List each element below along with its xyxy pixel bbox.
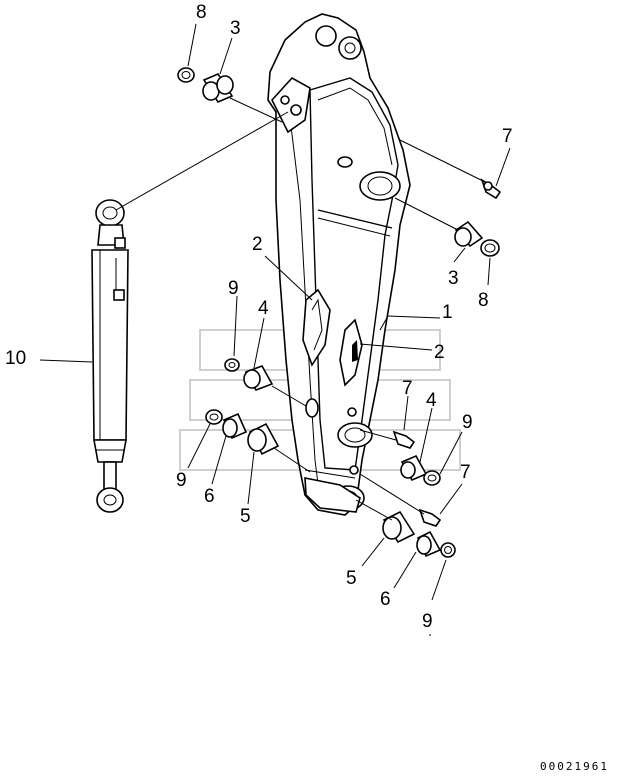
callout-2-left: 2 [252, 234, 263, 255]
callout-9-lower-left: 9 [176, 470, 187, 491]
shim-8-right [480, 239, 500, 257]
bushing-4-right [400, 454, 428, 482]
callout-4-left: 4 [258, 298, 269, 319]
grease-fitting-7-low [418, 508, 442, 527]
bushing-5-left [247, 422, 280, 456]
arm-part-1 [267, 13, 411, 516]
grease-fitting-7-mid [392, 430, 416, 449]
washer-9-left-a [224, 358, 240, 372]
shim-8-top [177, 67, 195, 83]
callout-labels: 8 3 7 2 3 8 9 4 1 2 10 7 4 9 9 6 5 7 5 6… [5, 2, 513, 632]
callout-4-right: 4 [426, 390, 437, 411]
callout-8-right: 8 [478, 290, 489, 311]
callout-9-right: 9 [462, 412, 473, 433]
callout-5-left: 5 [240, 506, 251, 527]
washer-9-right-b [440, 542, 456, 558]
callout-10: 10 [5, 348, 26, 369]
callout-5-right: 5 [346, 568, 357, 589]
callout-9-upper-left: 9 [228, 278, 239, 299]
callout-7-low: 7 [460, 462, 471, 483]
callout-7-mid: 7 [402, 378, 413, 399]
washer-9-right-a [423, 470, 441, 486]
callout-2-right: 2 [434, 342, 445, 363]
bushing-5-right [382, 510, 416, 544]
callout-3-right: 3 [448, 268, 459, 289]
bushing-4-left [243, 365, 274, 391]
callout-3-top: 3 [230, 18, 241, 39]
callout-9-bottom: 9 [422, 611, 433, 632]
seal-6-right [416, 530, 442, 558]
washer-9-left-b [205, 409, 223, 425]
callout-8-top: 8 [196, 2, 207, 23]
leader-lines [39, 23, 511, 636]
callout-1: 1 [442, 302, 453, 323]
callout-6-right: 6 [380, 589, 391, 610]
seal-6-left [222, 412, 248, 440]
cylinder-part-10 [91, 199, 129, 513]
bushing-3-top [202, 72, 234, 104]
figure-number: 00021961 [540, 760, 609, 773]
grease-fitting-7-top [480, 178, 502, 200]
bushing-3-right [454, 220, 484, 248]
callout-6-left: 6 [204, 486, 215, 507]
callout-7-top: 7 [502, 126, 513, 147]
